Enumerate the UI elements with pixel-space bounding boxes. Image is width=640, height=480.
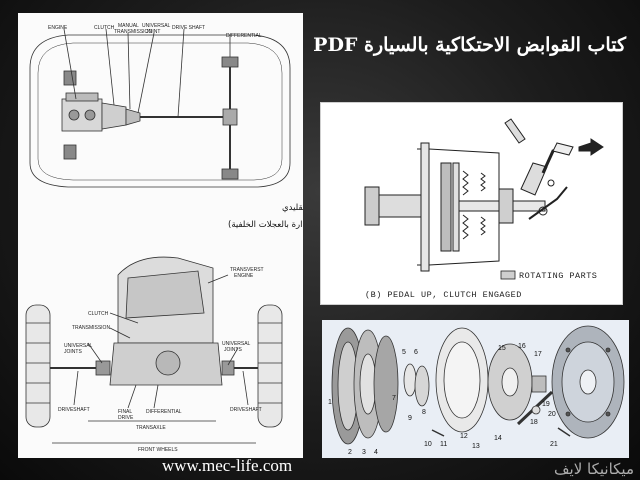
label-joints-right: JOINTS bbox=[224, 347, 242, 353]
part-number: 21 bbox=[550, 441, 558, 448]
part-number: 3 bbox=[362, 449, 366, 456]
label-clutch-2: CLUTCH bbox=[88, 311, 109, 317]
figure-caption-arabic-sub: (إدارة بالعجلات الخلفية) bbox=[228, 220, 303, 230]
part-number: 20 bbox=[548, 411, 556, 418]
rwd-layout-drawing bbox=[29, 28, 291, 188]
label-transaxle: TRANSAXLE bbox=[136, 425, 166, 431]
legend-rotating-parts: ROTATING PARTS bbox=[519, 271, 597, 281]
part-number: 15 bbox=[498, 345, 506, 352]
page-title: كتاب القوابض الاحتكاكية بالسيارة PDF bbox=[313, 34, 626, 56]
part-number: 7 bbox=[392, 395, 396, 402]
clutch-engaged-diagram: ROTATING PARTS (B) PEDAL UP, CLUTCH ENGA… bbox=[364, 118, 604, 300]
label-joint: JOINT bbox=[146, 29, 160, 35]
exploded-clutch-panel: 1 2 3 4 5 6 7 8 9 10 11 12 13 14 15 16 1… bbox=[322, 320, 629, 458]
part-number: 8 bbox=[422, 409, 426, 416]
part-number: 2 bbox=[348, 449, 352, 456]
label-universal-left: UNIVERSAL bbox=[64, 343, 93, 349]
part-number: 1 bbox=[328, 399, 332, 406]
part-number: 4 bbox=[374, 449, 378, 456]
website-url: www.mec-life.com bbox=[162, 456, 293, 475]
label-drive-shaft: DRIVE SHAFT bbox=[172, 25, 205, 31]
label-transmission-2: TRANSMISSION bbox=[72, 325, 110, 331]
part-number: 11 bbox=[440, 441, 447, 448]
label-driveshaft-left: DRIVESHAFT bbox=[58, 407, 90, 413]
label-front-wheels: FRONT WHEELS bbox=[138, 447, 178, 453]
label-joints-left: JOINTS bbox=[64, 349, 82, 355]
label-differential: DIFFERENTIAL bbox=[226, 33, 262, 39]
label-drive: DRIVE bbox=[118, 415, 134, 421]
part-number: 10 bbox=[424, 441, 432, 448]
part-number: 19 bbox=[542, 401, 550, 408]
part-number: 9 bbox=[408, 415, 412, 422]
figure-caption-arabic: شكل (٢ - ١): وضع القابض بين محرك السيارة… bbox=[282, 203, 303, 213]
label-universal: UNIVERSAL bbox=[142, 23, 171, 29]
label-final: FINAL bbox=[118, 409, 132, 415]
clutch-diagram-caption: (B) PEDAL UP, CLUTCH ENGAGED bbox=[365, 290, 522, 300]
part-number: 16 bbox=[518, 343, 526, 350]
part-number: 18 bbox=[530, 419, 538, 426]
label-engine-2: ENGINE bbox=[234, 273, 254, 279]
label-transverse: TRANSVERST bbox=[230, 267, 264, 273]
exploded-clutch-diagram: 1 2 3 4 5 6 7 8 9 10 11 12 13 14 15 16 1… bbox=[328, 325, 625, 456]
part-number: 6 bbox=[414, 349, 418, 356]
watermark-text: ميكانيكا لايف bbox=[554, 460, 634, 478]
fwd-layout-drawing bbox=[25, 256, 283, 444]
label-universal-right: UNIVERSAL bbox=[222, 341, 251, 347]
label-driveshaft-right: DRIVESHAFT bbox=[230, 407, 262, 413]
clutch-engaged-panel: ROTATING PARTS (B) PEDAL UP, CLUTCH ENGA… bbox=[320, 102, 623, 305]
label-engine: ENGINE bbox=[48, 25, 68, 31]
label-manual: MANUAL bbox=[118, 23, 139, 29]
label-differential-2: DIFFERENTIAL bbox=[146, 409, 182, 415]
part-number: 14 bbox=[494, 435, 502, 442]
part-numbers: 1 2 3 4 5 6 7 8 9 10 11 12 13 14 15 16 1… bbox=[328, 343, 558, 456]
legend-swatch bbox=[500, 270, 516, 280]
label-transmission: TRANSMISSION bbox=[114, 29, 152, 35]
part-number: 17 bbox=[534, 351, 542, 358]
part-number: 12 bbox=[460, 433, 468, 440]
drivetrain-diagram-panel: ENGINE CLUTCH MANUAL TRANSMISSION UNIVER… bbox=[18, 13, 303, 458]
part-number: 5 bbox=[402, 349, 406, 356]
drivetrain-diagram: ENGINE CLUTCH MANUAL TRANSMISSION UNIVER… bbox=[25, 23, 303, 453]
label-clutch: CLUTCH bbox=[94, 25, 115, 31]
part-number: 13 bbox=[472, 443, 480, 450]
